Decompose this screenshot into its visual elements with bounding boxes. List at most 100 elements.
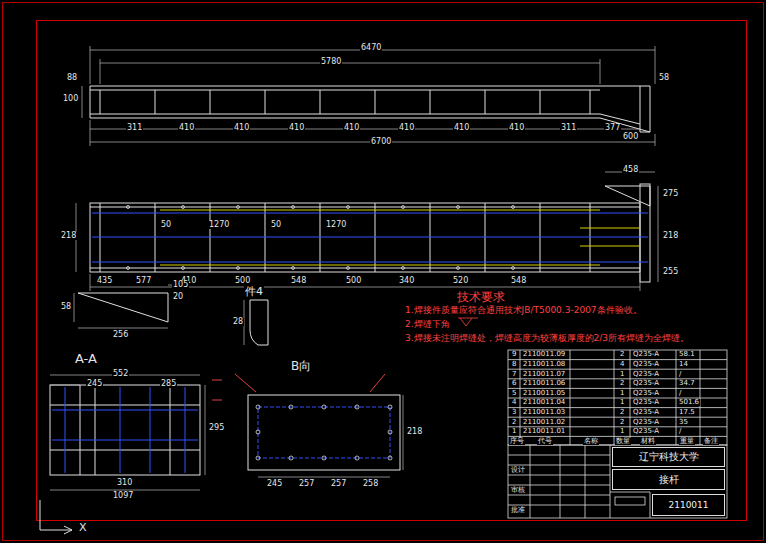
view-label: A-A: [74, 352, 98, 365]
dimension-text: 58: [60, 303, 72, 311]
bom-cell: 2110011.06: [522, 380, 566, 387]
dimension-text: 257: [330, 480, 347, 488]
dimension-text: 310: [116, 479, 133, 487]
bom-cell: Q235-A: [632, 390, 660, 397]
bom-cell: Q235-A: [632, 399, 660, 406]
tech-requirement: 1.焊接件质量应符合通用技术JB/T5000.3-2007条件验收。: [404, 306, 643, 315]
title-text: 2110011: [668, 501, 708, 510]
bom-cell: 2110011.05: [522, 390, 566, 397]
dimension-text: 377: [604, 124, 621, 132]
dimension-text: 1270: [208, 221, 230, 229]
dimension-text: 311: [560, 124, 577, 132]
bom-cell: 2110011.01: [522, 428, 566, 435]
bom-header: 重量: [679, 438, 695, 445]
bom-cell: Q235-A: [632, 409, 660, 416]
dimension-text: 600: [622, 133, 639, 141]
tech-requirement: 2.焊缝下角: [404, 320, 451, 329]
bom-header: 代号: [537, 438, 553, 445]
bom-cell: 8: [511, 361, 517, 368]
bom-cell: 7: [511, 371, 517, 378]
title-block-cell: 接杆: [612, 469, 725, 490]
dimension-text: 285: [160, 380, 177, 388]
dimension-text: 410: [288, 124, 305, 132]
bom-cell: /: [678, 428, 682, 435]
bom-cell: 17.5: [678, 409, 696, 416]
dimension-text: 275: [662, 190, 679, 198]
title-block-text: 设计: [510, 467, 526, 474]
bom-cell: 4: [511, 399, 517, 406]
title-block-text: 批准: [510, 507, 526, 514]
bom-cell: /: [678, 390, 682, 397]
dimension-text: 410: [233, 124, 250, 132]
dimension-text: 577: [135, 277, 152, 285]
bom-cell: Q235-A: [632, 371, 660, 378]
bom-cell: /: [678, 371, 682, 378]
bom-cell: 2: [619, 419, 625, 426]
dimension-text: 410: [343, 124, 360, 132]
bom-cell: Q235-A: [632, 361, 660, 368]
title-text: 辽宁科技大学: [639, 452, 699, 462]
dimension-text: 295: [208, 424, 225, 432]
dimension-text: 410: [508, 124, 525, 132]
dimension-text: 552: [112, 370, 129, 378]
tech-requirement: 3.焊接未注明焊缝处，焊缝高度为较薄板厚度的2/3所有焊缝为全焊缝。: [404, 334, 690, 343]
bom-cell: 1: [511, 428, 517, 435]
dimension-text: 340: [398, 277, 415, 285]
dimension-text: 256: [112, 331, 129, 339]
dimension-text: 500: [345, 277, 362, 285]
bom-cell: 2110011.03: [522, 409, 566, 416]
bom-header: 名称: [583, 438, 599, 445]
bom-cell: 2110011.04: [522, 399, 566, 406]
dimension-text: 311: [126, 124, 143, 132]
bom-header: 备注: [703, 438, 719, 445]
dimension-text: 258: [362, 480, 379, 488]
dimension-text: 105: [172, 281, 189, 289]
dimension-text: 50: [270, 221, 282, 229]
dimension-text: 50: [160, 221, 172, 229]
dimension-text: 1270: [325, 221, 347, 229]
bom-cell: 2: [619, 351, 625, 358]
bom-cell: 2110011.08: [522, 361, 566, 368]
title-block-cell: 2110011: [652, 494, 725, 516]
dimension-text: 410: [178, 124, 195, 132]
bom-cell: 14: [678, 361, 689, 368]
dimension-text: 28: [232, 318, 244, 326]
bom-cell: 2: [619, 380, 625, 387]
bom-cell: Q235-A: [632, 351, 660, 358]
bom-cell: 1: [619, 390, 625, 397]
bom-header: 序号: [509, 438, 525, 445]
axis-label: X: [78, 522, 88, 533]
bom-cell: 4: [619, 361, 625, 368]
dimension-text: 6470: [360, 44, 382, 52]
dimension-text: 88: [66, 74, 78, 82]
view-label: 件4: [244, 286, 264, 297]
bom-cell: 3: [511, 409, 517, 416]
bom-cell: Q235-A: [632, 428, 660, 435]
bom-cell: 58.1: [678, 351, 696, 358]
bom-cell: Q235-A: [632, 419, 660, 426]
bom-header: 材料: [640, 438, 656, 445]
bom-cell: 6: [511, 380, 517, 387]
bom-cell: 501.6: [678, 399, 700, 406]
bom-cell: 2: [511, 419, 517, 426]
tech-requirement: 技术要求: [456, 291, 506, 303]
title-block-cell: 辽宁科技大学: [612, 447, 725, 467]
bom-header: 数量: [615, 438, 631, 445]
bom-cell: 1: [619, 428, 625, 435]
dimension-text: 6700: [370, 138, 392, 146]
dimension-text: 5780: [320, 58, 342, 66]
bom-cell: 2110011.02: [522, 419, 566, 426]
dimension-text: 410: [398, 124, 415, 132]
bom-cell: Q235-A: [632, 380, 660, 387]
dimension-text: 435: [96, 277, 113, 285]
dimension-text: 58: [658, 74, 670, 82]
dimension-text: 257: [298, 480, 315, 488]
dimension-text: 1097: [112, 492, 134, 500]
dimension-text: 410: [453, 124, 470, 132]
view-label: B向: [290, 360, 312, 372]
bom-cell: 1: [619, 399, 625, 406]
bom-cell: 34.7: [678, 380, 696, 387]
dimension-text: 458: [622, 166, 639, 174]
dimension-text: 20: [172, 293, 184, 301]
bom-cell: 2: [619, 409, 625, 416]
